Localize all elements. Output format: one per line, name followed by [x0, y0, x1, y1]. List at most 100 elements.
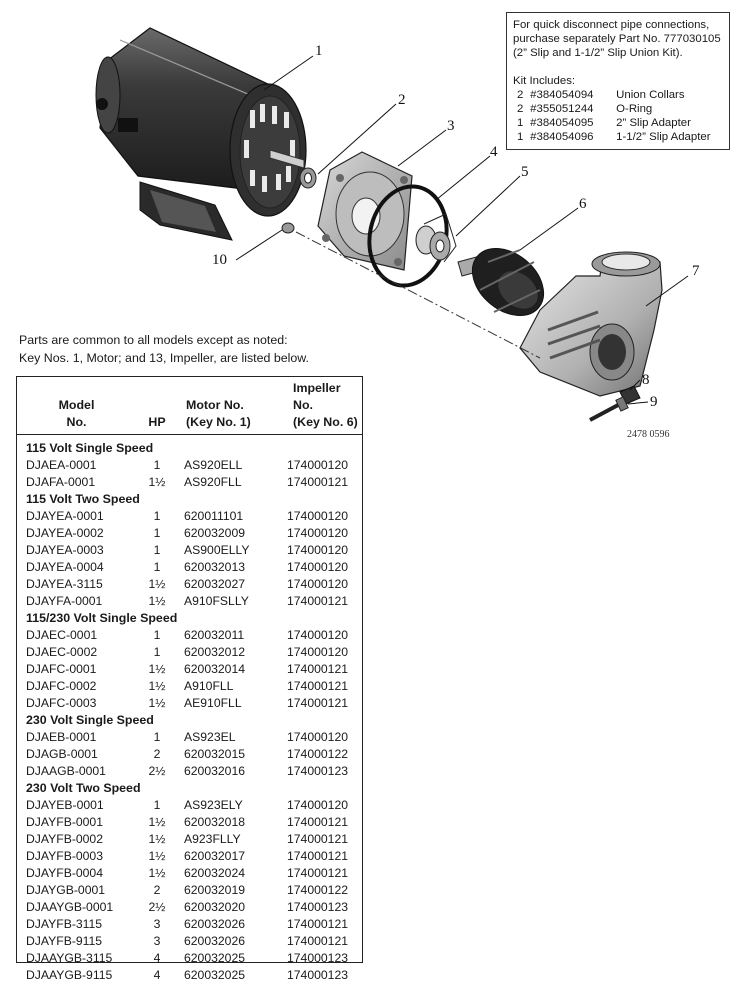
model-no-cell: DJAGB-0001	[17, 746, 136, 763]
hp-cell: 1	[136, 525, 178, 542]
hp-cell: 1	[136, 797, 178, 814]
impeller-no-cell: 174000120	[279, 576, 362, 593]
model-no-cell: DJAYFB-0001	[17, 814, 136, 831]
seal-washer-part	[300, 168, 316, 188]
impeller-no-cell: 174000121	[279, 678, 362, 695]
impeller-no-cell: 174000122	[279, 746, 362, 763]
impeller-no-cell: 174000121	[279, 916, 362, 933]
nut-part	[282, 223, 294, 233]
model-no-cell: DJAYFB-0004	[17, 865, 136, 882]
impeller-no-cell: 174000123	[279, 763, 362, 780]
kit-intro-line: For quick disconnect pipe connections,	[513, 18, 723, 32]
bolt-part	[590, 397, 628, 420]
hp-cell: 2½	[136, 763, 178, 780]
hp-cell: 1	[136, 457, 178, 474]
kit-includes-heading: Kit Includes:	[513, 74, 723, 88]
header-motor: Motor No.	[178, 377, 279, 414]
group-heading: 115 Volt Single Speed	[17, 440, 362, 457]
model-no-cell: DJAEC-0001	[17, 627, 136, 644]
impeller-no-cell: 174000121	[279, 661, 362, 678]
callout-10: 10	[212, 252, 227, 268]
model-no-cell: DJAYFB-3115	[17, 916, 136, 933]
hp-cell: 1½	[136, 831, 178, 848]
parts-table-box: Model Motor No. Impeller No. No. HP (Key…	[16, 376, 363, 963]
motor-no-cell: A910FSLLY	[178, 593, 279, 610]
model-no-cell: DJAYFB-9115	[17, 933, 136, 950]
impeller-no-cell: 174000121	[279, 474, 362, 491]
hp-cell: 2	[136, 746, 178, 763]
impeller-no-cell: 174000121	[279, 695, 362, 712]
impeller-no-cell: 174000120	[279, 644, 362, 661]
motor-no-cell: 620032013	[178, 559, 279, 576]
model-no-cell: DJAYEA-0004	[17, 559, 136, 576]
impeller-no-cell: 174000123	[279, 950, 362, 967]
model-no-cell: DJAYFB-0002	[17, 831, 136, 848]
impeller-no-cell: 174000120	[279, 797, 362, 814]
impeller-no-cell: 174000121	[279, 814, 362, 831]
impeller-no-cell: 174000120	[279, 457, 362, 474]
impeller-no-cell: 174000120	[279, 525, 362, 542]
model-no-cell: DJAYEA-0003	[17, 542, 136, 559]
model-no-cell: DJAYGB-0001	[17, 882, 136, 899]
hp-cell: 2½	[136, 899, 178, 916]
group-heading-row: 230 Volt Single Speed	[17, 712, 362, 729]
header-motor-key: (Key No. 1)	[178, 414, 279, 435]
motor-no-cell: 620032012	[178, 644, 279, 661]
motor-no-cell: 620032026	[178, 933, 279, 950]
impeller-no-cell: 174000123	[279, 899, 362, 916]
model-no-cell: DJAFA-0001	[17, 474, 136, 491]
motor-no-cell: 620032017	[178, 848, 279, 865]
hp-cell: 1½	[136, 474, 178, 491]
motor-no-cell: 620032014	[178, 661, 279, 678]
hp-cell: 3	[136, 916, 178, 933]
impeller-no-cell: 174000121	[279, 848, 362, 865]
hp-cell: 1	[136, 542, 178, 559]
callout-7: 7	[692, 263, 700, 279]
motor-no-cell: A910FLL	[178, 678, 279, 695]
motor-no-cell: 620032027	[178, 576, 279, 593]
header-impeller: Impeller No.	[279, 377, 362, 414]
group-heading-row: 115 Volt Single Speed	[17, 440, 362, 457]
hp-cell: 1½	[136, 678, 178, 695]
group-heading: 230 Volt Single Speed	[17, 712, 362, 729]
header-impeller-key: (Key No. 6)	[279, 414, 362, 435]
model-no-cell: DJAYEA-0001	[17, 508, 136, 525]
motor-no-cell: 620032020	[178, 899, 279, 916]
model-no-cell: DJAEC-0002	[17, 644, 136, 661]
motor-no-cell: 620032024	[178, 865, 279, 882]
impeller-no-cell: 174000122	[279, 882, 362, 899]
motor-no-cell: AE910FLL	[178, 695, 279, 712]
pump-housing-part	[520, 252, 662, 396]
group-heading: 230 Volt Two Speed	[17, 780, 362, 797]
impeller-no-cell: 174000123	[279, 967, 362, 984]
hp-cell: 3	[136, 933, 178, 950]
kit-intro-line: purchase separately Part No. 777030105	[513, 32, 723, 46]
motor-no-cell: A923FLLY	[178, 831, 279, 848]
impeller-no-cell: 174000120	[279, 508, 362, 525]
hp-cell: 1½	[136, 865, 178, 882]
motor-no-cell: 620032026	[178, 916, 279, 933]
model-no-cell: DJAEA-0001	[17, 457, 136, 474]
motor-no-cell: 620032009	[178, 525, 279, 542]
motor-no-cell: 620032011	[178, 627, 279, 644]
seal-plate-part	[318, 152, 412, 270]
motor-no-cell: 620032016	[178, 763, 279, 780]
